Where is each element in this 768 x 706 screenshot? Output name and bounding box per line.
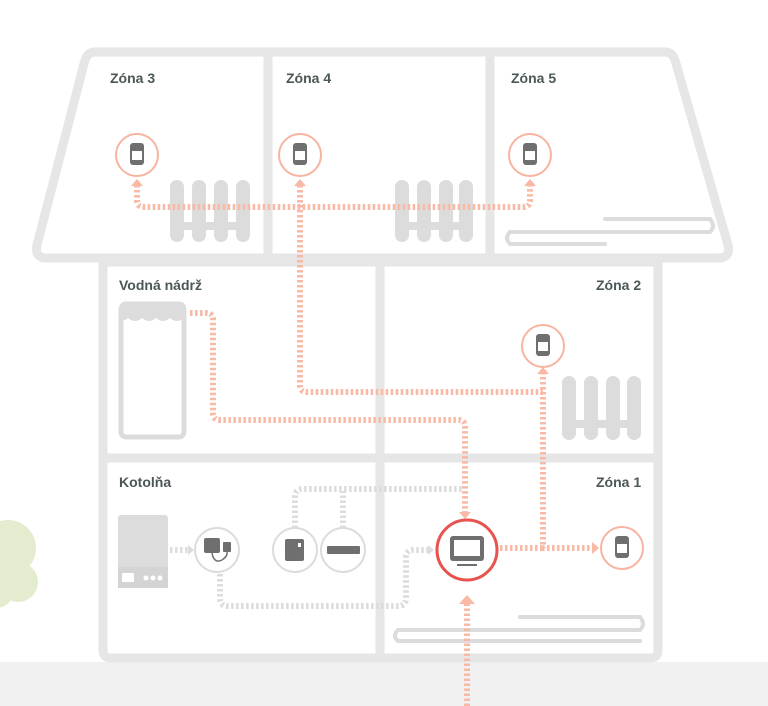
zone1-label: Zóna 1	[596, 474, 642, 490]
router-device[interactable]	[320, 527, 366, 573]
ground	[0, 662, 768, 706]
tank-label: Vodná nádrž	[119, 277, 202, 293]
thermostat-zone5[interactable]	[508, 133, 552, 177]
pipe-gray-bottom	[217, 547, 428, 609]
pipe-tank	[190, 310, 468, 512]
zone3-label: Zóna 3	[110, 70, 156, 86]
house-outline	[98, 262, 663, 663]
radiator-zone4	[395, 180, 473, 242]
radiator-zone2	[562, 376, 641, 440]
zone4-label: Zóna 4	[286, 70, 332, 86]
water-tank	[118, 301, 187, 440]
pipe-gray-top	[292, 486, 463, 528]
boiler-relay[interactable]	[194, 527, 240, 573]
boiler	[118, 515, 168, 588]
thermostat-zone3[interactable]	[115, 133, 159, 177]
roof-outline	[32, 47, 733, 263]
boiler-room-label: Kotolňa	[119, 474, 172, 490]
central-controller[interactable]	[435, 518, 499, 582]
floor-heating-zone5	[505, 217, 715, 246]
gateway-device[interactable]	[272, 527, 318, 573]
thermostat-zone1[interactable]	[600, 526, 644, 570]
bush	[0, 520, 38, 608]
pipe-attic	[134, 185, 533, 210]
zone2-label: Zóna 2	[596, 277, 642, 293]
arrow-heads	[131, 179, 599, 604]
zone5-label: Zóna 5	[511, 70, 557, 86]
pipe-zone2-zone1	[540, 372, 592, 551]
radiator-zone3	[170, 180, 250, 242]
thermostat-zone4[interactable]	[278, 133, 322, 177]
thermostat-zone2[interactable]	[521, 324, 565, 368]
floor-heating-zone1	[393, 615, 645, 643]
pipe-zone4-zone2	[297, 185, 543, 395]
